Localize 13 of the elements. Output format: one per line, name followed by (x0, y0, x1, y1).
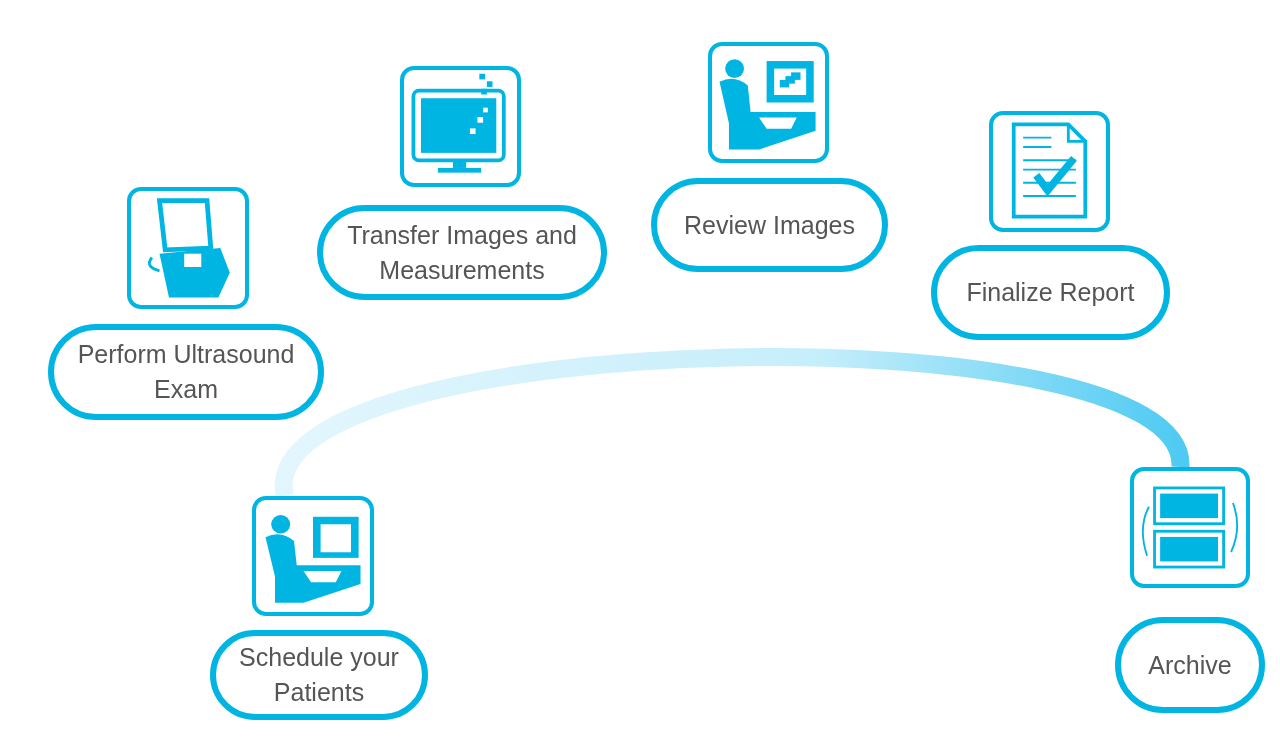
icon-tile (1130, 467, 1250, 588)
icon-tile (708, 42, 829, 163)
icon-tile (400, 66, 521, 187)
arc-connector (276, 348, 1189, 499)
icon-tile (252, 496, 374, 616)
step-label: Transfer Images and Measurements (317, 205, 607, 300)
step-label: Schedule your Patients (210, 630, 428, 720)
step-label: Finalize Report (931, 245, 1170, 340)
icon-tile (127, 187, 249, 309)
step-label: Perform Ultrasound Exam (48, 324, 324, 420)
step-label: Review Images (651, 178, 888, 272)
step-label: Archive (1115, 617, 1265, 713)
icon-tile (989, 111, 1110, 232)
